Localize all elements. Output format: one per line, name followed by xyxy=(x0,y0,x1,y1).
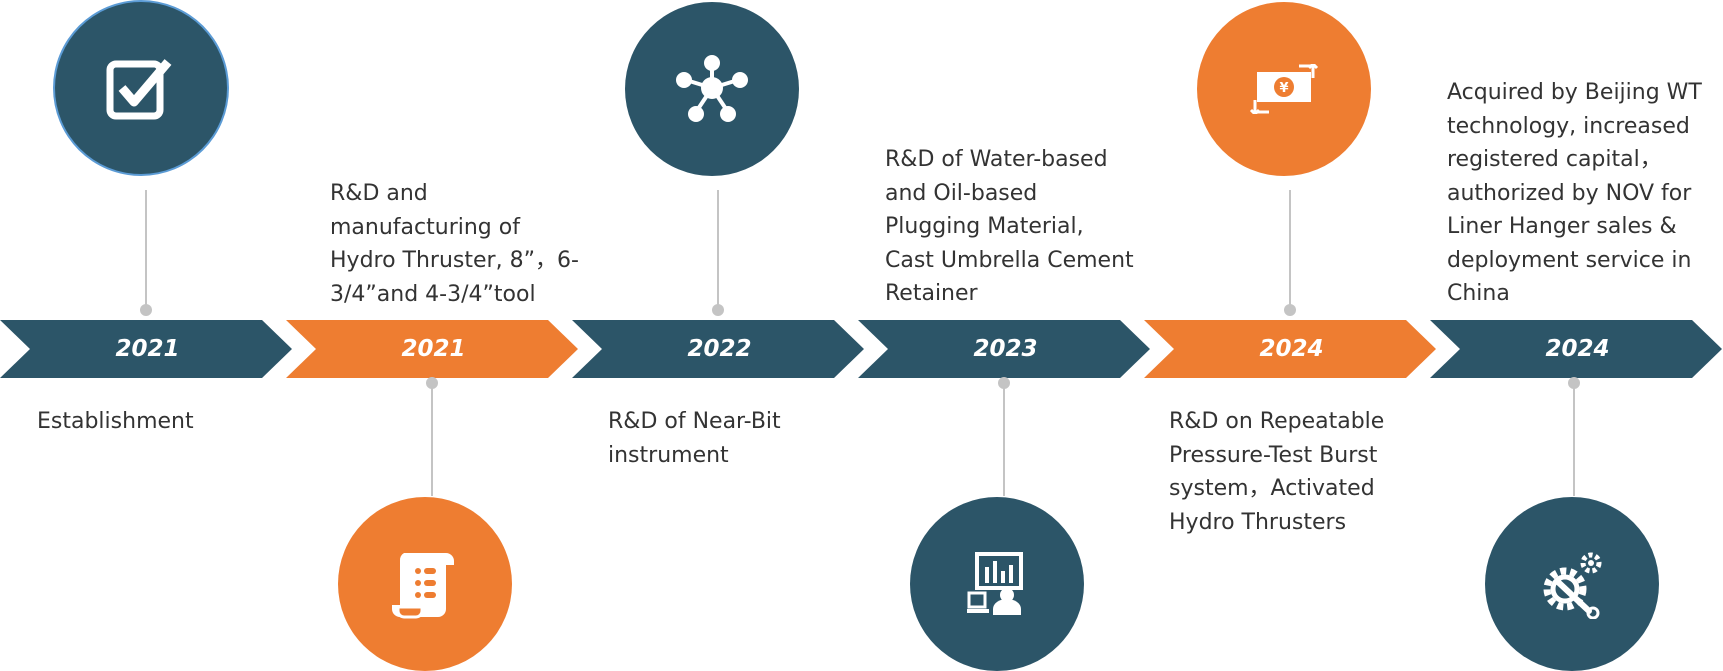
connector-line-6 xyxy=(1573,386,1575,496)
svg-text:¥: ¥ xyxy=(1279,81,1288,96)
timeline-arrow-1 xyxy=(0,320,292,378)
milestone-circle-6 xyxy=(1485,497,1659,671)
timeline-arrow-2 xyxy=(286,320,578,378)
connector-line-2 xyxy=(431,386,433,496)
year-label-6: 2024 xyxy=(1545,336,1610,362)
presentation-chart-icon xyxy=(967,552,1023,615)
year-label-3: 2022 xyxy=(687,336,752,362)
milestone-circle-5: ¥ xyxy=(1197,2,1371,176)
year-label-5: 2024 xyxy=(1259,336,1324,362)
timeline-arrow-4 xyxy=(858,320,1150,378)
connector-dot-6 xyxy=(1568,377,1580,389)
connector-line-1 xyxy=(145,190,147,310)
milestone-circle-2 xyxy=(338,497,512,671)
connector-line-3 xyxy=(717,190,719,310)
checkbox-icon xyxy=(106,59,172,120)
year-label-1: 2021 xyxy=(115,336,180,362)
connector-dot-4 xyxy=(998,377,1010,389)
milestone-circle-4 xyxy=(910,497,1084,671)
connector-dot-2 xyxy=(426,377,438,389)
connector-dot-5 xyxy=(1284,304,1296,316)
milestone-description-5: R&D on Repeatable Pressure-Test Burst sy… xyxy=(1169,409,1385,535)
milestone-circle-1 xyxy=(55,2,227,174)
connector-dot-3 xyxy=(712,304,724,316)
connector-line-5 xyxy=(1289,190,1291,310)
connector-dot-1 xyxy=(140,304,152,316)
milestone-description-3: R&D of Near-Bit instrument xyxy=(608,409,781,468)
timeline-arrow-5 xyxy=(1144,320,1436,378)
milestone-circle-3 xyxy=(625,2,799,176)
network-hub-icon xyxy=(676,55,748,122)
currency-exchange-icon: ¥ xyxy=(1249,64,1319,114)
gear-wrench-icon xyxy=(1543,552,1602,619)
milestone-description-6: Acquired by Beijing WT technology, incre… xyxy=(1447,80,1702,306)
milestone-description-1: Establishment xyxy=(37,409,194,434)
timeline-arrow-3 xyxy=(572,320,864,378)
connector-line-4 xyxy=(1003,386,1005,496)
scroll-list-icon xyxy=(392,553,454,619)
timeline-arrow-6 xyxy=(1430,320,1722,378)
milestone-description-4: R&D of Water-based and Oil-based Pluggin… xyxy=(885,147,1134,306)
year-label-4: 2023 xyxy=(973,336,1038,362)
year-label-2: 2021 xyxy=(401,336,466,362)
milestone-description-2: R&D and manufacturing of Hydro Thruster,… xyxy=(330,181,579,307)
